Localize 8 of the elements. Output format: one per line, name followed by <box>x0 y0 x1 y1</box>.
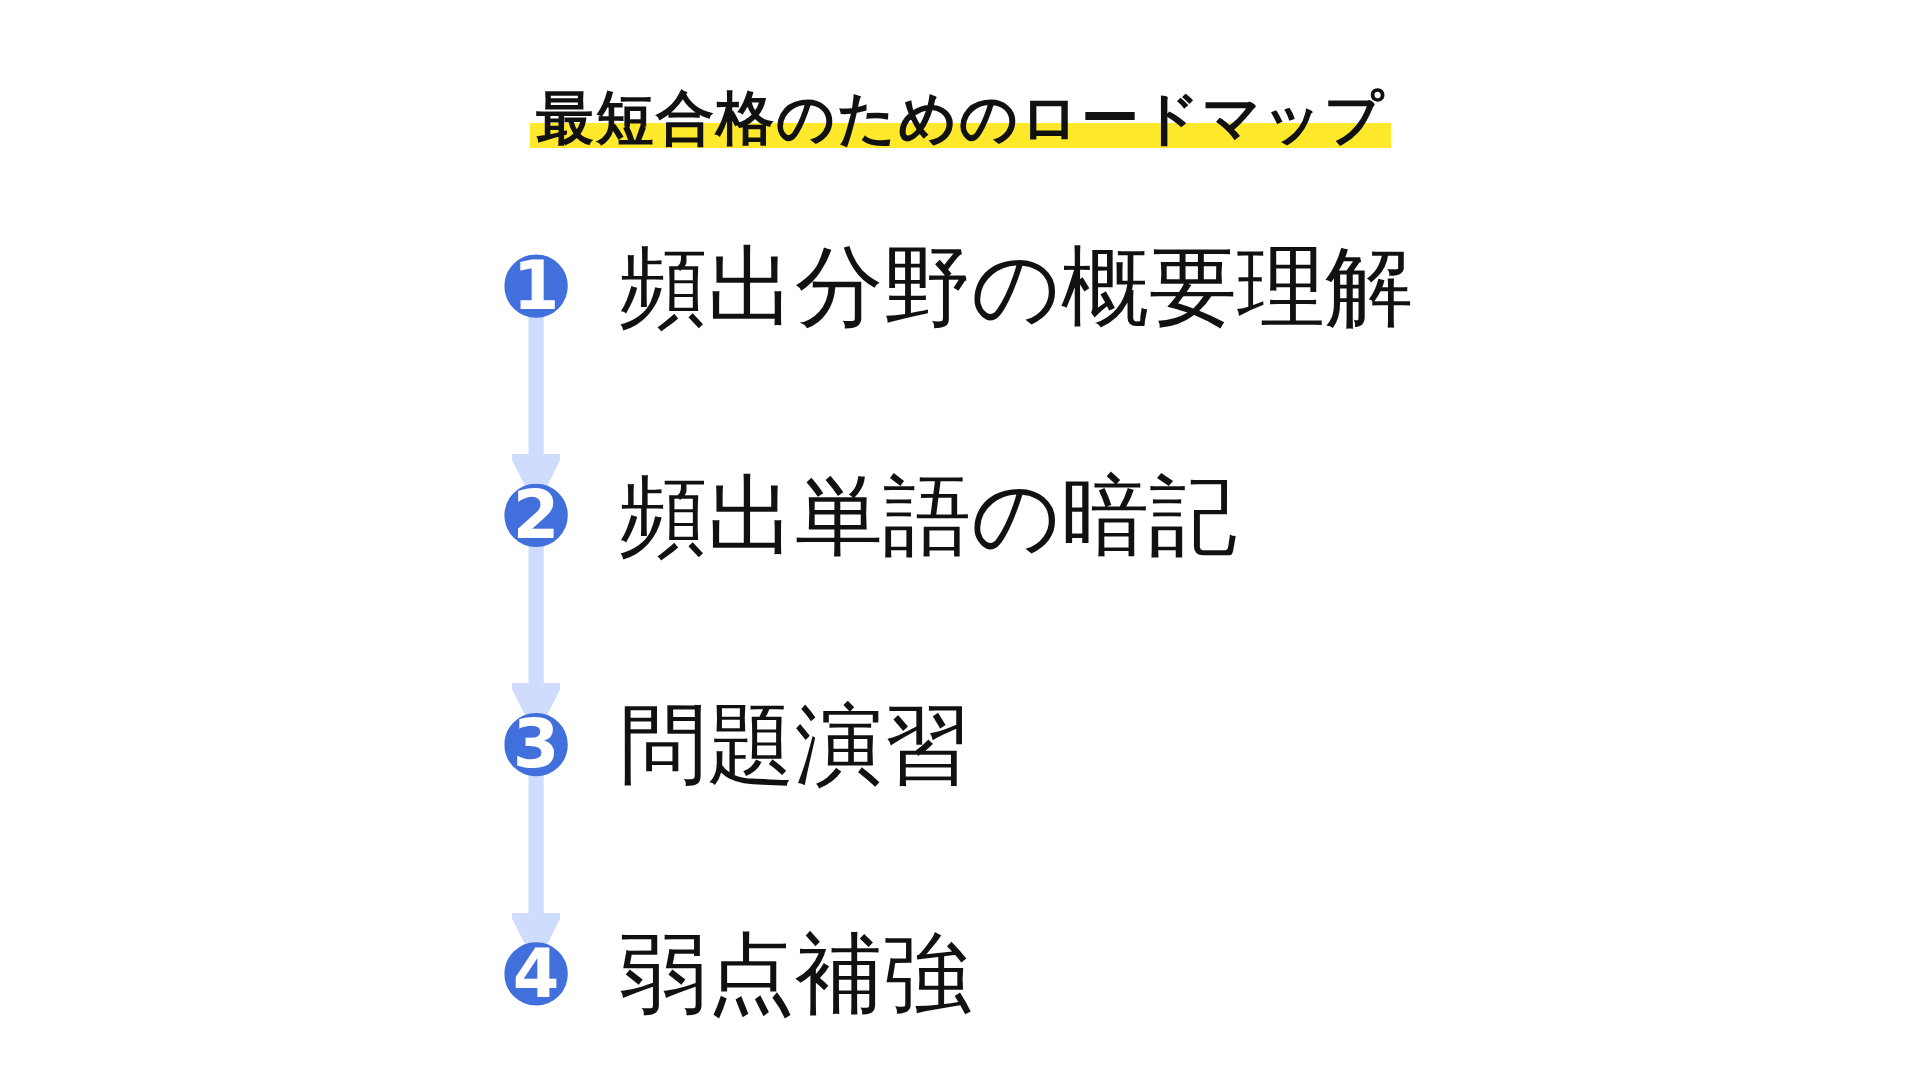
node-circle: 2 <box>504 483 568 548</box>
step-label: 頻出分野の概要理解 <box>618 234 1413 338</box>
node-circle: 1 <box>504 254 568 318</box>
step-label: 頻出単語の暗記 <box>618 463 1237 567</box>
node-circle: 3 <box>504 712 568 777</box>
node-circle: 4 <box>504 942 568 1006</box>
step-label: 問題演習 <box>618 693 971 797</box>
step-label: 弱点補強 <box>618 922 971 1026</box>
